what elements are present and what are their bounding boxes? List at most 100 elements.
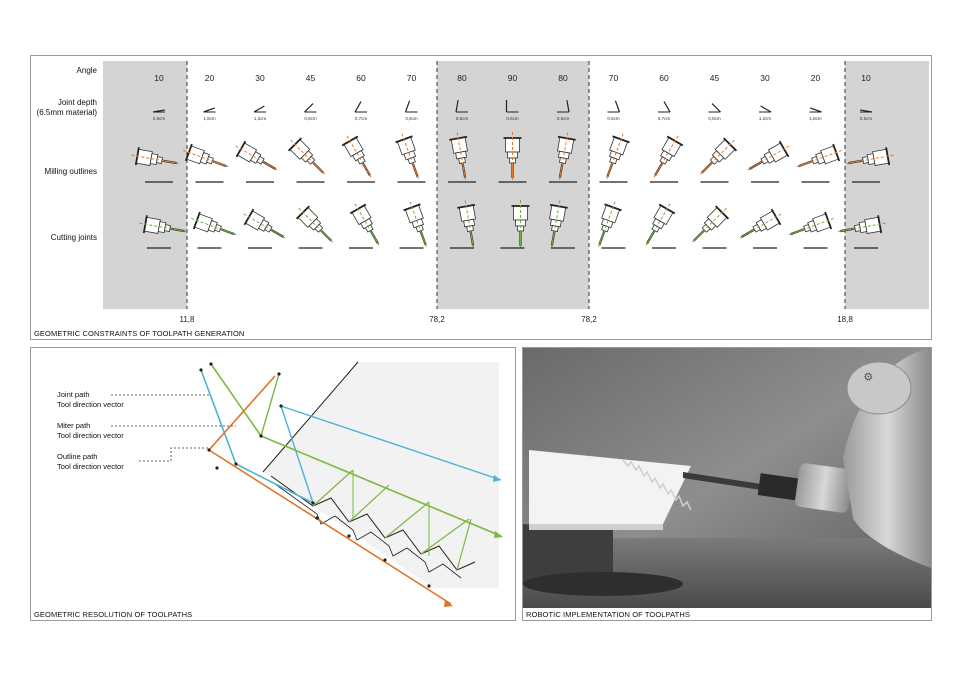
- legend-joint-line2: Tool direction vector: [57, 400, 124, 409]
- joint-depth-stroke: [663, 101, 671, 113]
- joint-depth-stroke: [566, 100, 570, 113]
- tool-bit-colored: [741, 229, 755, 238]
- tool-bit-colored: [370, 230, 379, 244]
- joint-depth-value: 0,8cm: [304, 116, 317, 121]
- legend-outline-line2: Tool direction vector: [57, 462, 124, 471]
- joint-depth-value: 0,6cm: [557, 116, 570, 121]
- milling-tool: [235, 140, 278, 171]
- joint-depth-value: 0,6cm: [405, 116, 418, 121]
- joint-depth-label: Joint depth (6.5mm material): [31, 98, 97, 118]
- robot-brand-mark: ⚙: [862, 370, 875, 385]
- path-node: [215, 466, 219, 470]
- joint-depth-stroke: [810, 107, 822, 113]
- angle-value: 45: [306, 73, 316, 83]
- angle-value: 30: [760, 73, 770, 83]
- legend-outline: Outline path Tool direction vector: [57, 452, 257, 472]
- panel-edge: [262, 361, 359, 473]
- tool-bit-colored: [693, 229, 705, 242]
- tool-bit-colored: [654, 162, 663, 176]
- path-node: [199, 368, 203, 372]
- milling-tool: [503, 132, 522, 180]
- cutting-tool: [598, 201, 622, 247]
- turntable: [523, 572, 683, 596]
- miter-arrowhead: [494, 531, 503, 538]
- tool-bit-colored: [270, 229, 284, 238]
- robot-photo: ⚙: [523, 348, 931, 608]
- angle-value: 10: [154, 73, 164, 83]
- angle-value: 70: [609, 73, 619, 83]
- miter-vector-6: [456, 518, 472, 571]
- miter-vector-2: [312, 469, 354, 507]
- milling-tool: [653, 135, 684, 178]
- milling-tool: [846, 147, 894, 166]
- path-node: [259, 434, 263, 438]
- cutting-joints-row: [139, 200, 886, 249]
- toolpath-resolution-diagram: [199, 361, 503, 607]
- cutting-tool: [511, 200, 530, 248]
- joint-depth-value: 0,6cm: [607, 116, 620, 121]
- tool-bit-colored: [646, 230, 655, 244]
- path-node: [207, 448, 211, 452]
- joint-depth-stroke: [614, 100, 621, 113]
- angle-value: 20: [205, 73, 215, 83]
- cutting-tool: [295, 205, 333, 243]
- right-panel-caption: ROBOTIC IMPLEMENTATION OF TOOLPATHS: [526, 610, 690, 619]
- cutting-tool: [191, 211, 237, 236]
- robotic-implementation-panel: ⚙ ROBOTIC IMPLEMENTATION OF TOOLPATHS: [522, 347, 932, 621]
- tool-bit-colored: [598, 230, 605, 246]
- path-node: [209, 362, 213, 366]
- tool-bit-colored: [606, 162, 613, 178]
- tool-bit-colored: [420, 230, 427, 246]
- cutting-tool: [549, 200, 568, 248]
- path-node: [279, 404, 283, 408]
- joint-depth-value: 0,6cm: [506, 116, 519, 121]
- tool-bit-colored: [220, 228, 235, 235]
- milling-tool: [183, 143, 229, 168]
- legend-miter: Miter path Tool direction vector: [57, 421, 257, 441]
- joint-vector-2: [280, 405, 502, 481]
- angle-label: Angle: [76, 66, 97, 75]
- tool-axis: [298, 207, 333, 243]
- joint-depth-stroke: [760, 105, 772, 113]
- path-node: [383, 558, 387, 562]
- cutting-tool: [243, 208, 286, 239]
- angle-value: 90: [508, 73, 518, 83]
- spindle-collet: [757, 473, 803, 501]
- tool-bit-colored: [320, 229, 332, 242]
- joint-depth-value: 0,5cm: [860, 116, 873, 121]
- joint-depth-stroke: [354, 101, 362, 113]
- panel-teeth: [622, 459, 692, 511]
- miter-vector-1: [260, 373, 280, 437]
- tool-bit-colored: [701, 161, 713, 174]
- path-node: [311, 501, 315, 505]
- tool-bit-colored: [840, 228, 856, 232]
- wood-panel-edge: [529, 524, 663, 530]
- tool-bit-colored: [312, 161, 324, 174]
- wood-panel: [529, 450, 691, 524]
- joint-depth-value: 1,8cm: [203, 116, 216, 121]
- threshold-label-3: 78,2: [581, 315, 597, 324]
- angle-value: 30: [255, 73, 265, 83]
- shaded-zone-right: [845, 61, 929, 309]
- tool-bit-colored: [848, 160, 864, 164]
- tool-bit-colored: [559, 162, 563, 178]
- cutting-tool: [788, 211, 834, 236]
- cutting-tool: [349, 203, 380, 246]
- milling-tool: [747, 140, 790, 171]
- left-panel-caption: GEOMETRIC RESOLUTION OF TOOLPATHS: [34, 610, 193, 619]
- spindle-body: [794, 463, 854, 513]
- joint-depth-stroke: [404, 100, 411, 113]
- cutting-tool: [645, 203, 676, 246]
- joint-depth-value: 0,6cm: [456, 116, 469, 121]
- joint-vector-1: [280, 405, 314, 504]
- cutting-tool: [739, 208, 782, 239]
- joint-depth-stroke: [304, 103, 314, 113]
- shaded-zone-left: [103, 61, 187, 309]
- milling-tool: [449, 132, 468, 180]
- joint-depth-stroke: [455, 100, 459, 113]
- threshold-label-1: 11,8: [180, 315, 196, 324]
- tool-bit-colored: [412, 162, 419, 178]
- legend-miter-line1: Miter path: [57, 421, 91, 430]
